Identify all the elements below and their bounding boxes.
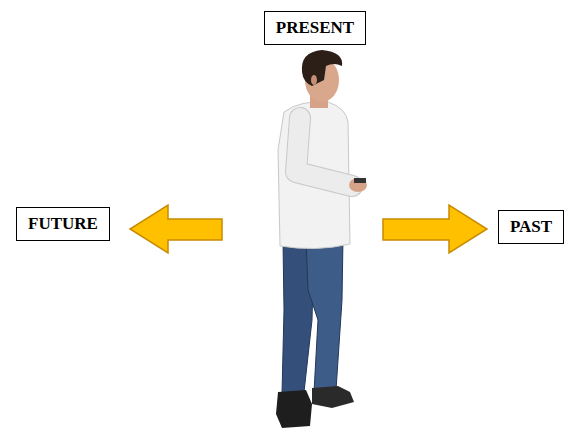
box-label: PAST [510, 217, 552, 237]
block-arrow [130, 205, 222, 253]
label-box: PRESENT [264, 11, 366, 45]
block-arrow [383, 205, 487, 253]
box-label: FUTURE [28, 214, 98, 234]
box-label: PRESENT [276, 18, 354, 38]
label-box: PAST [498, 210, 564, 244]
person-figure [276, 50, 367, 428]
label-box: FUTURE [16, 207, 110, 241]
